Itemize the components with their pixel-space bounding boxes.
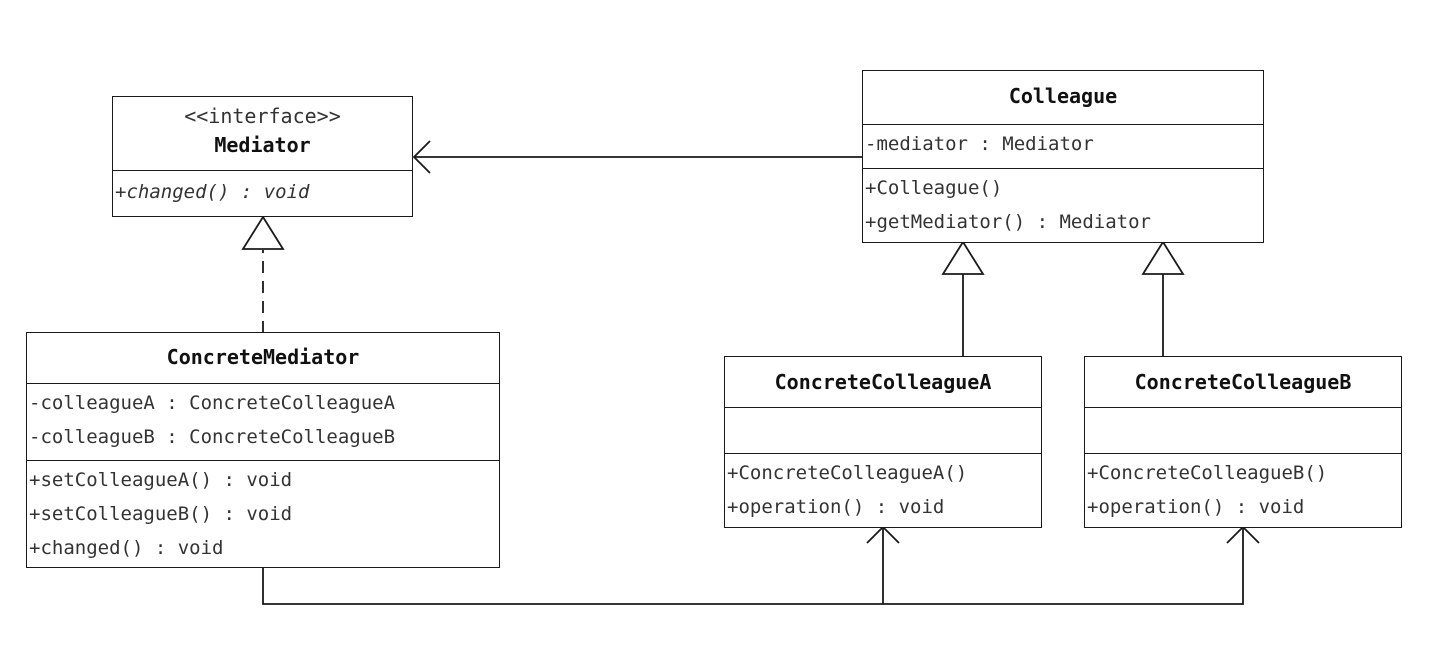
operation-row: +getMediator() : Mediator — [865, 211, 1151, 233]
mediator-header: <<interface>> Mediator — [113, 97, 412, 170]
concrete-mediator-attributes: -colleagueA : ConcreteColleagueA -collea… — [27, 383, 499, 460]
operation-row: +ConcreteColleagueA() — [727, 462, 968, 484]
realization-triangle — [241, 215, 285, 250]
concrete-colleague-b-operations: +ConcreteColleagueB() +operation() : voi… — [1085, 453, 1401, 526]
concrete-colleague-b-header: ConcreteColleagueB — [1085, 357, 1401, 407]
operation-row: +setColleagueB() : void — [29, 503, 293, 525]
attribute-row: -colleagueB : ConcreteColleagueB — [29, 426, 396, 448]
operation-row: +changed() : void — [29, 537, 224, 559]
concrete-colleague-b-name: ConcreteColleagueB — [1134, 370, 1352, 394]
generalization-triangle-a — [941, 240, 985, 275]
operation-row: +ConcreteColleagueB() — [1087, 462, 1328, 484]
attribute-row: -mediator : Mediator — [865, 133, 1094, 155]
colleague-class: Colleague -mediator : Mediator +Colleagu… — [862, 70, 1264, 243]
generalization-triangle-b — [1141, 240, 1185, 275]
concrete-colleague-a-name: ConcreteColleagueA — [774, 370, 992, 394]
colleague-header: Colleague — [863, 71, 1263, 124]
concrete-colleague-b-class: ConcreteColleagueB +ConcreteColleagueB()… — [1084, 356, 1402, 528]
concrete-mediator-name: ConcreteMediator — [166, 345, 360, 369]
concrete-colleague-a-header: ConcreteColleagueA — [725, 357, 1041, 407]
concrete-colleague-a-operations: +ConcreteColleagueA() +operation() : voi… — [725, 453, 1041, 526]
operation-row: +operation() : void — [1087, 496, 1305, 518]
operation-row: +operation() : void — [727, 496, 945, 518]
concrete-colleague-a-attributes — [725, 407, 1041, 453]
mediator-class: <<interface>> Mediator +changed() : void — [112, 96, 413, 217]
operation-row: +setColleagueA() : void — [29, 469, 293, 491]
concrete-mediator-operations: +setColleagueA() : void +setColleagueB()… — [27, 460, 499, 567]
concrete-colleague-b-attributes — [1085, 407, 1401, 453]
colleague-name: Colleague — [1008, 84, 1118, 108]
association-arrowhead — [412, 140, 431, 174]
colleague-attributes: -mediator : Mediator — [863, 124, 1263, 168]
attribute-row: -colleagueA : ConcreteColleagueA — [29, 392, 396, 414]
association-mediator-colleagues — [262, 527, 1244, 605]
concrete-colleague-a-class: ConcreteColleagueA +ConcreteColleagueA()… — [724, 356, 1042, 528]
concrete-mediator-header: ConcreteMediator — [27, 333, 499, 383]
mediator-stereotype: <<interface>> — [184, 104, 341, 128]
mediator-name: Mediator — [214, 133, 311, 157]
mediator-operations: +changed() : void — [113, 170, 412, 213]
concrete-mediator-class: ConcreteMediator -colleagueA : ConcreteC… — [26, 332, 500, 568]
colleague-operations: +Colleague() +getMediator() : Mediator — [863, 168, 1263, 241]
operation-row: +changed() : void — [115, 181, 310, 203]
operation-row: +Colleague() — [865, 177, 1003, 199]
